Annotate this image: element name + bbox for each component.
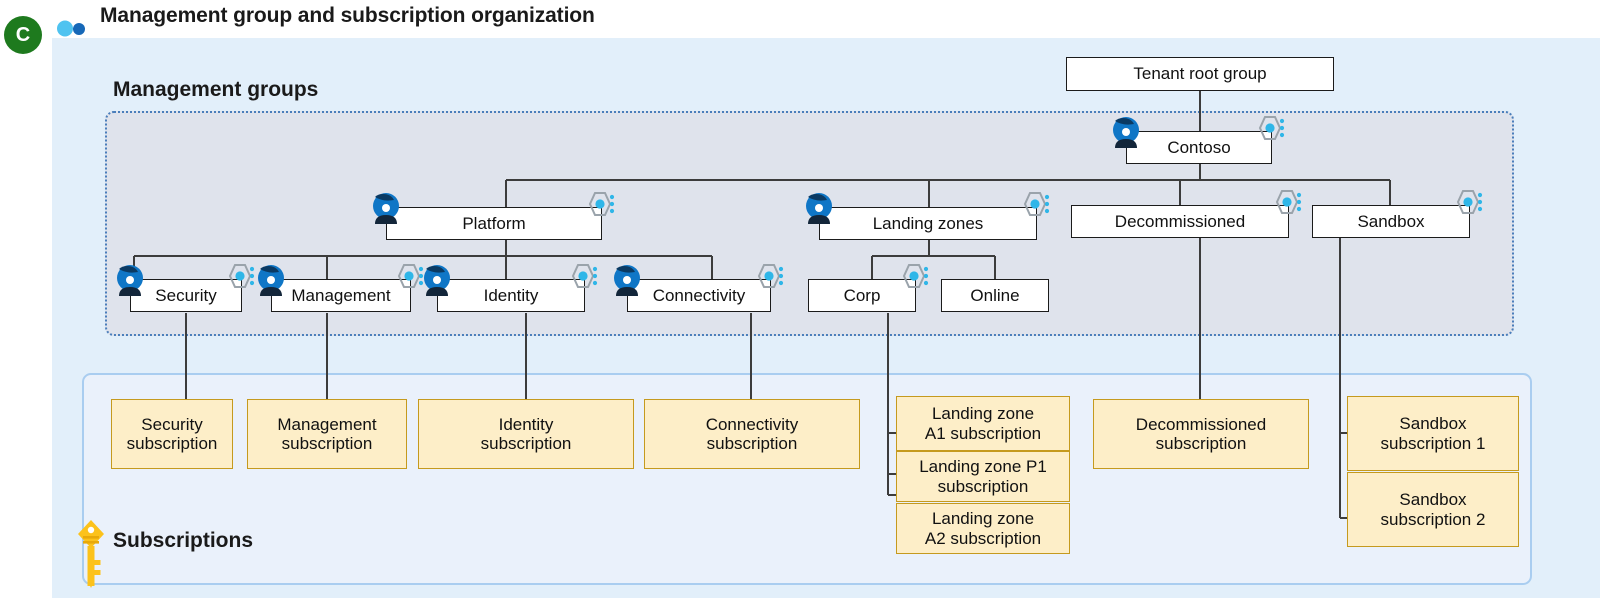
subscription-label-line1: Identity [498, 414, 554, 434]
subscription-label-line1: Decommissioned [1135, 414, 1267, 434]
mg-node-contoso[interactable]: Contoso [1113, 116, 1285, 164]
subscriptions-region-label: Subscriptions [113, 529, 254, 552]
mg-node-label: Online [970, 285, 1020, 305]
page-title: Management group and subscription organi… [100, 4, 595, 27]
subscription-node-management[interactable]: Management subscription [247, 399, 407, 469]
mg-node-corp[interactable]: Corp [808, 264, 929, 312]
subscription-label-line1: Security [141, 414, 203, 434]
subscription-label-line1: Sandbox [1399, 414, 1467, 434]
subscription-label-line1: Landing zone P1 [919, 457, 1047, 477]
brand-initial-letter: C [15, 24, 31, 46]
management-groups-region-label: Management groups [113, 78, 319, 101]
mg-node-connectivity[interactable]: Connectivity [614, 264, 784, 312]
mg-node-label: Corp [843, 285, 881, 305]
subscription-label-line1: Sandbox [1399, 490, 1467, 510]
subscription-node-connectivity[interactable]: Connectivity subscription [644, 399, 860, 469]
mg-node-sandbox[interactable]: Sandbox [1312, 190, 1483, 238]
mg-node-label: Management [291, 285, 391, 305]
subscription-label-line2: subscription 1 [1380, 433, 1486, 453]
mg-node-decommissioned[interactable]: Decommissioned [1071, 190, 1302, 238]
brand-initial-badge: C [4, 16, 42, 54]
subscription-node-sandbox-1[interactable]: Sandbox subscription 1 [1347, 396, 1519, 471]
mg-node-label: Decommissioned [1114, 211, 1246, 231]
subscription-node-identity[interactable]: Identity subscription [418, 399, 634, 469]
mg-node-label: Platform [462, 213, 526, 233]
subscription-label-line1: Landing zone [931, 404, 1035, 424]
mg-node-label: Sandbox [1357, 211, 1425, 231]
mg-node-label: Tenant root group [1133, 64, 1267, 84]
subscription-label-line1: Landing zone [931, 509, 1035, 529]
subscription-label-line1: Management [277, 414, 377, 434]
mg-node-identity[interactable]: Identity [424, 264, 598, 312]
subscription-node-security[interactable]: Security subscription [111, 399, 233, 469]
mg-node-online[interactable]: Online [941, 279, 1049, 312]
mg-node-label: Landing zones [872, 213, 984, 233]
mg-node-label: Security [155, 285, 217, 305]
mg-node-platform[interactable]: Platform [373, 192, 615, 240]
subscription-label-line2: A2 subscription [924, 528, 1042, 548]
mg-node-label: Connectivity [652, 285, 746, 305]
subscription-label-line2: subscription 2 [1380, 509, 1486, 529]
subscription-label-line1: Connectivity [705, 414, 799, 434]
subscription-label-line2: subscription [281, 434, 373, 453]
subscription-node-landing-zone-a1[interactable]: Landing zone A1 subscription [896, 396, 1070, 451]
mg-node-label: Identity [483, 285, 539, 305]
subscription-node-landing-zone-p1[interactable]: Landing zone P1 subscription [896, 451, 1070, 502]
mg-node-label: Contoso [1167, 137, 1231, 157]
subscription-node-sandbox-2[interactable]: Sandbox subscription 2 [1347, 472, 1519, 547]
key-icon [78, 520, 104, 588]
subscription-label-line2: A1 subscription [924, 423, 1042, 443]
subscription-label-line2: subscription [706, 434, 798, 453]
subscription-label-line2: subscription [126, 434, 218, 453]
subscription-label-line2: subscription [1155, 434, 1247, 453]
mg-node-security[interactable]: Security [117, 264, 255, 312]
subscription-label-line2: subscription [480, 434, 572, 453]
subscription-label-line2: subscription [937, 476, 1029, 496]
mg-node-management[interactable]: Management [258, 264, 424, 312]
subscription-node-decommissioned[interactable]: Decommissioned subscription [1093, 399, 1309, 469]
mg-node-landing-zones[interactable]: Landing zones [806, 192, 1050, 240]
subscription-node-landing-zone-a2[interactable]: Landing zone A2 subscription [896, 503, 1070, 554]
mg-node-tenant-root-group[interactable]: Tenant root group [1066, 57, 1334, 91]
